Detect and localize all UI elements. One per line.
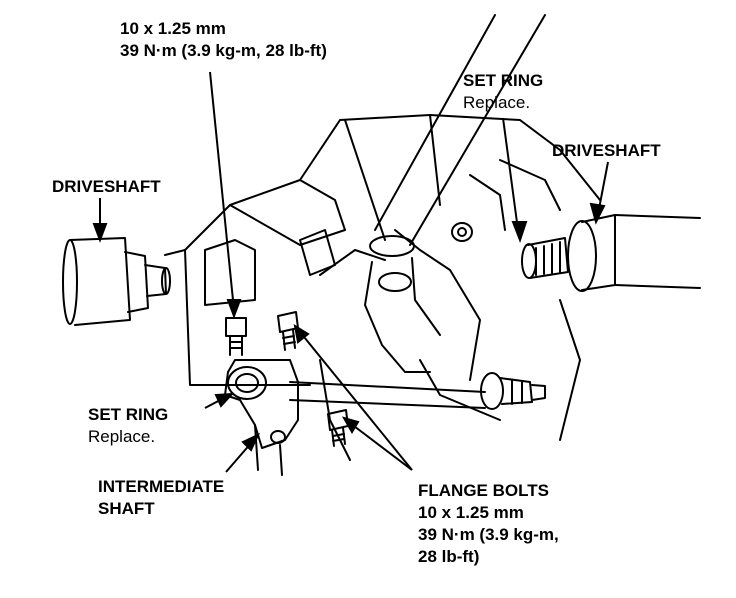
- flange-bolts-torque-line1: 39 N·m (3.9 kg-m,: [418, 525, 559, 544]
- driveshaft-left: [62, 237, 171, 326]
- steering-column: [364, 14, 546, 373]
- flange-bolt-lower: [327, 409, 349, 447]
- leader-lines: [92, 71, 609, 473]
- flange-bolts-size: 10 x 1.25 mm: [418, 503, 524, 522]
- set-ring-right-note: Replace.: [463, 93, 531, 112]
- set-ring-left-title: SET RING: [88, 405, 169, 424]
- intermediate-shaft-label-line1: INTERMEDIATE: [98, 477, 225, 496]
- intermediate-shaft-label-line2: SHAFT: [98, 499, 155, 518]
- top-bolt-torque-label: 39 N·m (3.9 kg-m, 28 lb-ft): [120, 41, 327, 60]
- driveshaft-left-label: DRIVESHAFT: [52, 177, 161, 196]
- set-ring-right-part: [451, 222, 473, 242]
- set-ring-left-note: Replace.: [88, 427, 156, 446]
- driveshaft-right: [521, 214, 701, 292]
- top-bolt: [225, 317, 247, 356]
- intermediate-shaft: [224, 359, 546, 476]
- flange-bolts-torque-line2: 28 lb-ft): [418, 547, 480, 566]
- set-ring-right-title: SET RING: [463, 71, 544, 90]
- top-bolt-size-label: 10 x 1.25 mm: [120, 19, 226, 38]
- driveshaft-right-label: DRIVESHAFT: [552, 141, 661, 160]
- flange-bolts-title: FLANGE BOLTS: [418, 481, 549, 500]
